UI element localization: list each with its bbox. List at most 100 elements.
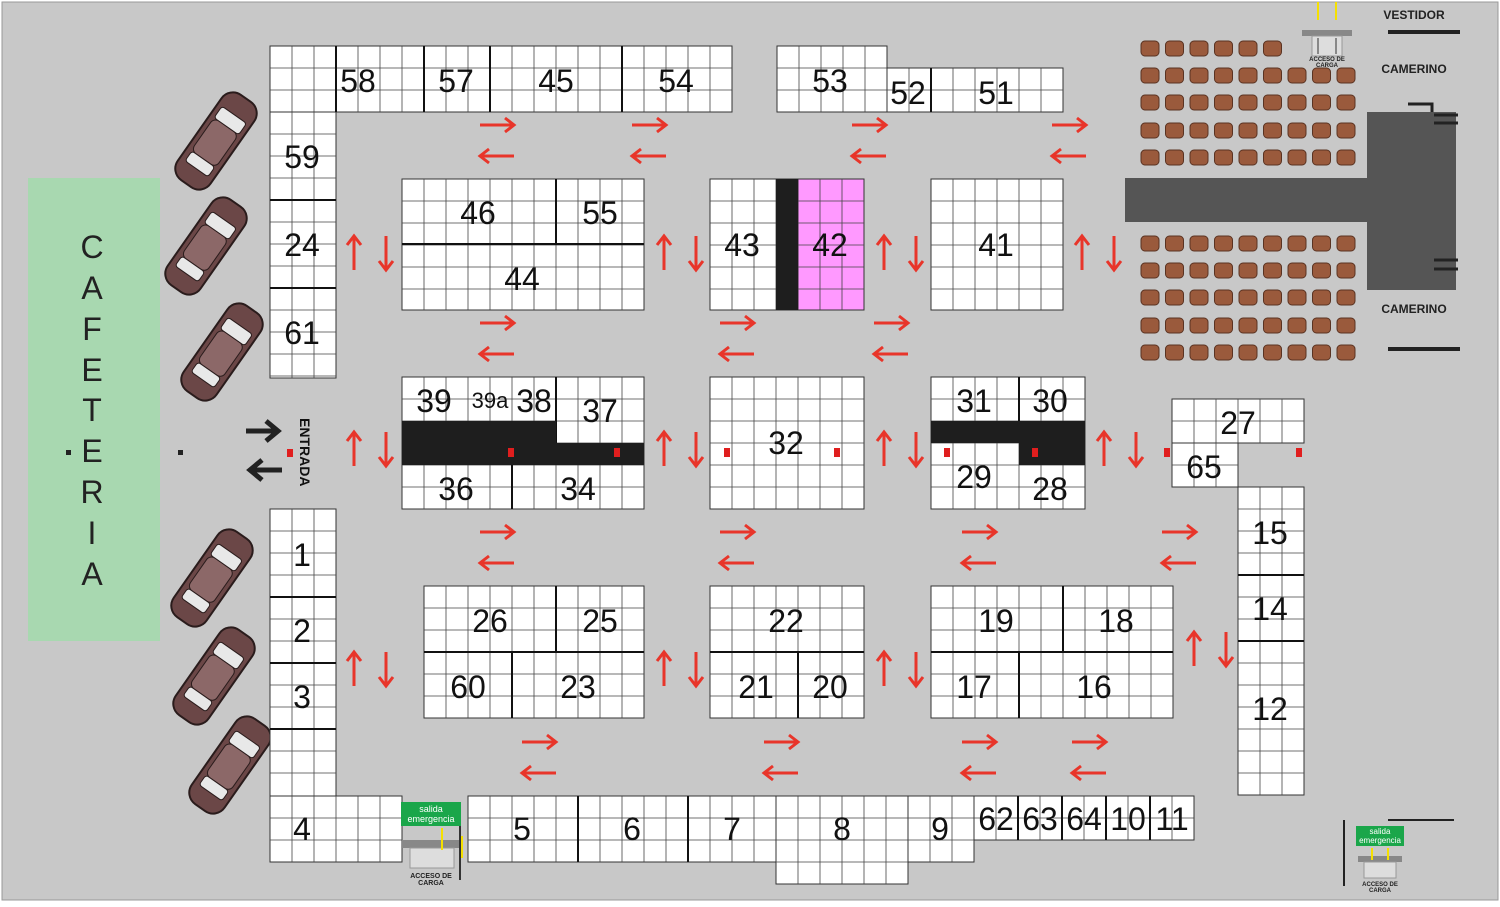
cafeteria-letter: R: [80, 474, 103, 510]
stage-runway: [1125, 178, 1369, 222]
stand-label-52: 52: [890, 75, 926, 111]
marker-dot: [1164, 448, 1170, 457]
seat: [1165, 122, 1184, 139]
down-arrow-icon: [687, 236, 705, 273]
seat: [1312, 317, 1331, 334]
stand-label-6: 6: [623, 811, 641, 847]
stand-grid: [930, 178, 1064, 311]
seat: [1263, 344, 1282, 361]
marker-dot: [724, 448, 730, 457]
seat: [1165, 235, 1184, 252]
stand-label-60: 60: [450, 669, 486, 705]
black-divider: [402, 421, 556, 465]
stand-label-61: 61: [284, 315, 320, 351]
seat: [1189, 289, 1209, 306]
left-arrow-icon: [1049, 147, 1086, 165]
stand-label-28: 28: [1032, 471, 1068, 507]
right-arrow-icon: [480, 523, 517, 541]
seat: [1312, 262, 1331, 279]
right-arrow-icon: [480, 314, 517, 332]
stand-grid: [973, 795, 1195, 841]
left-arrow-icon: [477, 147, 514, 165]
down-arrow-icon: [687, 652, 705, 689]
car-icon: [188, 715, 272, 815]
right-arrow-icon: [720, 523, 757, 541]
stand-label-59: 59: [284, 139, 320, 175]
stand-label-41: 41: [978, 227, 1014, 263]
exit-label: salida: [1370, 827, 1391, 836]
seat: [1312, 344, 1331, 361]
right-arrow-icon: [480, 116, 517, 134]
right-arrow-icon: [874, 314, 911, 332]
audience-seats: [1140, 40, 1356, 361]
stand-label-46: 46: [460, 195, 496, 231]
seat: [1238, 344, 1258, 361]
seat: [1214, 262, 1233, 279]
seat: [1189, 344, 1209, 361]
stand-label-31: 31: [956, 383, 992, 419]
stand-grid: [269, 795, 403, 863]
entrance-out-arrow-icon: [246, 458, 282, 482]
camerino-bottom-label: CAMERINO: [1381, 302, 1446, 316]
cafeteria-letter: I: [88, 515, 97, 551]
seat: [1263, 235, 1282, 252]
loading-dock-top: ACCESO DE CARGA: [1302, 2, 1352, 69]
up-arrow-icon: [1095, 429, 1113, 466]
stand-label-20: 20: [812, 669, 848, 705]
seat: [1165, 94, 1184, 111]
seat: [1165, 317, 1184, 334]
stand-label-1: 1: [293, 537, 311, 573]
dock-bar: [1302, 30, 1352, 36]
vestidor-label: VESTIDOR: [1383, 8, 1445, 22]
seat: [1189, 67, 1209, 84]
seat: [1189, 40, 1209, 57]
seat: [1189, 94, 1209, 111]
left-arrow-icon: [871, 345, 908, 363]
right-arrow-icon: [962, 523, 999, 541]
dock-door: [1311, 35, 1343, 57]
seat: [1263, 40, 1282, 57]
seat: [1263, 262, 1282, 279]
up-arrow-icon: [1073, 233, 1091, 270]
up-arrow-icon: [655, 233, 673, 270]
marker-dot: [66, 450, 71, 455]
seat: [1189, 149, 1209, 166]
seat: [1214, 317, 1233, 334]
up-arrow-icon: [655, 429, 673, 466]
seat: [1165, 289, 1184, 306]
stand-label-51: 51: [978, 75, 1014, 111]
marker-dot: [178, 450, 183, 455]
seat: [1165, 67, 1184, 84]
acceso-label: ACCESO DE: [1362, 882, 1398, 888]
down-arrow-icon: [687, 432, 705, 469]
seat: [1287, 67, 1307, 84]
right-arrow-icon: [632, 116, 669, 134]
up-arrow-icon: [875, 429, 893, 466]
seat: [1238, 317, 1258, 334]
stand-label-64: 64: [1066, 801, 1102, 837]
stand-grid: [1171, 398, 1305, 444]
stand-label-39a: 39a: [472, 388, 509, 413]
car-icon: [174, 91, 258, 191]
seat: [1189, 317, 1209, 334]
stand-label-14: 14: [1252, 591, 1288, 627]
down-arrow-icon: [907, 652, 925, 689]
black-divider: [776, 179, 798, 310]
cafeteria-letter: F: [82, 311, 102, 347]
stand-label-2: 2: [293, 613, 311, 649]
seat: [1336, 289, 1356, 306]
stand-grid: [709, 376, 865, 510]
up-arrow-icon: [875, 649, 893, 686]
seat: [1140, 40, 1160, 57]
red-markers: [508, 448, 1302, 457]
cafeteria-block: [28, 178, 160, 641]
stand-label-45: 45: [538, 63, 574, 99]
stand-grid: [467, 795, 777, 863]
up-arrow-icon: [345, 649, 363, 686]
left-arrow-icon: [629, 147, 666, 165]
stand-grid: [269, 508, 337, 797]
exit-sign: [1356, 826, 1404, 846]
emergency-exit-right: salida emergencia ACCESO DE CARGA: [1343, 819, 1454, 894]
marker-dot: [944, 448, 950, 457]
